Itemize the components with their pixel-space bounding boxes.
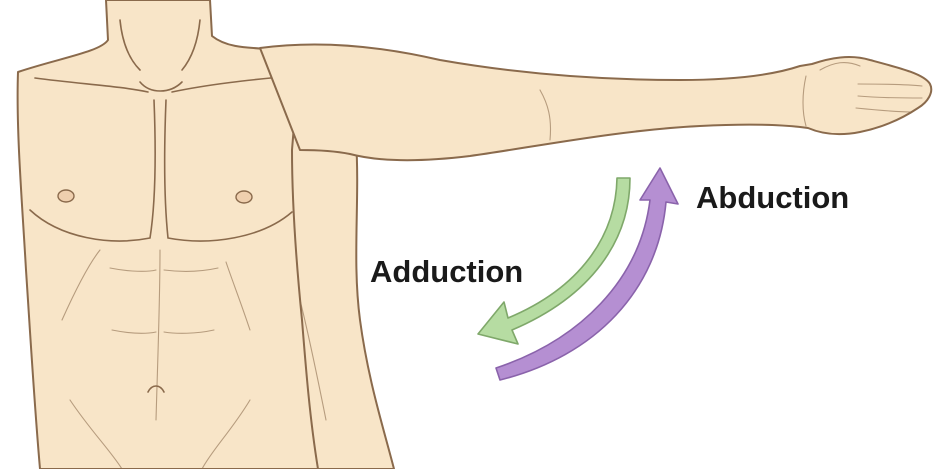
nipple-left <box>58 190 74 202</box>
nipple-right <box>236 191 252 203</box>
abducted-arm <box>260 44 931 160</box>
abduction-label: Abduction <box>696 182 849 213</box>
adduction-label: Adduction <box>370 256 523 287</box>
